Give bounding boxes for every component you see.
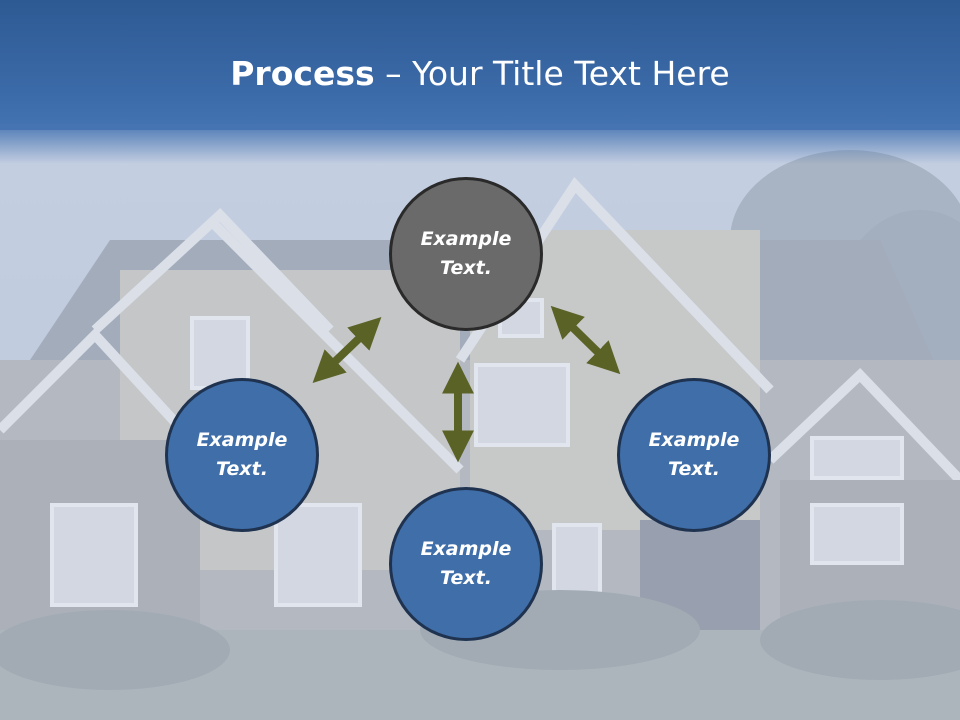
node-right-label: Example Text. xyxy=(648,429,740,480)
title-rest: Your Title Text Here xyxy=(412,54,730,93)
title-separator: – xyxy=(374,54,413,93)
process-node-top: Example Text. xyxy=(389,177,543,331)
process-node-right: Example Text. xyxy=(617,378,771,532)
arrow-top-left xyxy=(312,317,382,383)
title-bar xyxy=(0,0,960,130)
node-left-label: Example Text. xyxy=(196,429,288,480)
title-bar-fade xyxy=(0,124,960,164)
slide-title: Process – Your Title Text Here xyxy=(0,52,960,96)
process-node-left: Example Text. xyxy=(165,378,319,532)
title-bold: Process xyxy=(230,54,375,93)
node-top-label: Example Text. xyxy=(420,228,512,279)
node-bottom-label: Example Text. xyxy=(420,538,512,589)
arrow-top-right xyxy=(550,305,621,375)
process-node-bottom: Example Text. xyxy=(389,487,543,641)
